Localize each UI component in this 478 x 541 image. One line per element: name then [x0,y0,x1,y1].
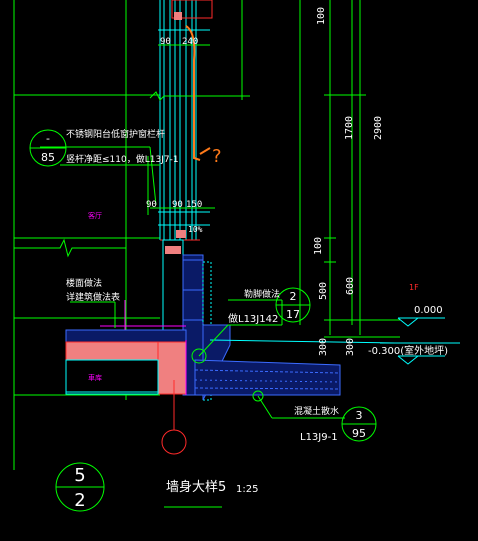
svg-text:600: 600 [345,277,356,295]
svg-text:5: 5 [74,465,85,486]
svg-text:100: 100 [313,237,324,255]
floor-note-2: 详建筑做法表 [66,291,120,303]
level-1: 0.000 [414,305,443,316]
svg-text:500: 500 [318,282,329,300]
window-dims [147,0,243,215]
window-glazing [158,0,213,241]
svg-text:300: 300 [345,338,356,356]
room-upper: 客厅 [88,211,102,220]
apron-ref: L13J9-1 [300,432,338,443]
callout-apron[interactable]: 3 95 [341,406,377,442]
floor-note-1: 楼面做法 [66,277,102,289]
dim-mid-c: 150 [186,200,202,210]
railing-note-1: 不锈钢阳台低窗护窗栏杆 [66,128,165,140]
break-marks [14,91,250,258]
svg-text:85: 85 [41,151,55,164]
dim-mid-a: 90 [146,200,157,210]
apron-label: 混凝土散水 [294,405,339,417]
svg-text:1700: 1700 [344,116,355,140]
level-markers [380,317,460,365]
slope-label: 10% [188,225,203,234]
dim-top-a: 90 [160,37,171,47]
axis-marker [161,348,264,455]
callout-skirting[interactable]: 2 17 [275,287,311,323]
callout-left[interactable]: - 85 [29,129,67,167]
dim-mid-b: 90 [172,200,183,210]
dim-top-b: 240 [182,37,198,47]
svg-text:100: 100 [316,7,327,25]
room-lower: 車库 [88,373,102,382]
redline-annotation [185,25,211,161]
skirting-ref: 做L13J142 [228,312,278,325]
skirting-label: 勒脚做法 [244,288,280,300]
floor-mark: 1F [409,283,419,292]
svg-text:3: 3 [356,409,363,422]
floor-slab [65,300,187,395]
drawing-scale: 1:25 [236,484,258,495]
apron [194,359,341,396]
svg-text:95: 95 [352,427,366,440]
level-2: -0.300(室外地坪) [368,344,448,357]
svg-text:17: 17 [286,308,300,321]
svg-text:2900: 2900 [373,116,384,140]
svg-text:2: 2 [74,490,85,511]
vertical-dims [324,0,400,338]
svg-text:-: - [46,132,50,145]
svg-text:2: 2 [290,290,297,303]
question-mark: ? [212,146,222,167]
text-labels: 不锈钢阳台低窗护窗栏杆 竖杆净距≤110，做L13J7-1 90 240 90 … [66,37,448,508]
leader-lines [40,146,345,419]
svg-text:300: 300 [318,338,329,356]
vertical-dim-labels: 100 1700 600 500 300 2900 300 100 [313,7,384,356]
section-symbol[interactable]: 5 2 [55,462,105,512]
railing-note-2: 竖杆净距≤110，做L13J7-1 [66,153,179,165]
frame-lines [13,0,353,470]
drawing-title: 墙身大样5 [166,479,226,495]
